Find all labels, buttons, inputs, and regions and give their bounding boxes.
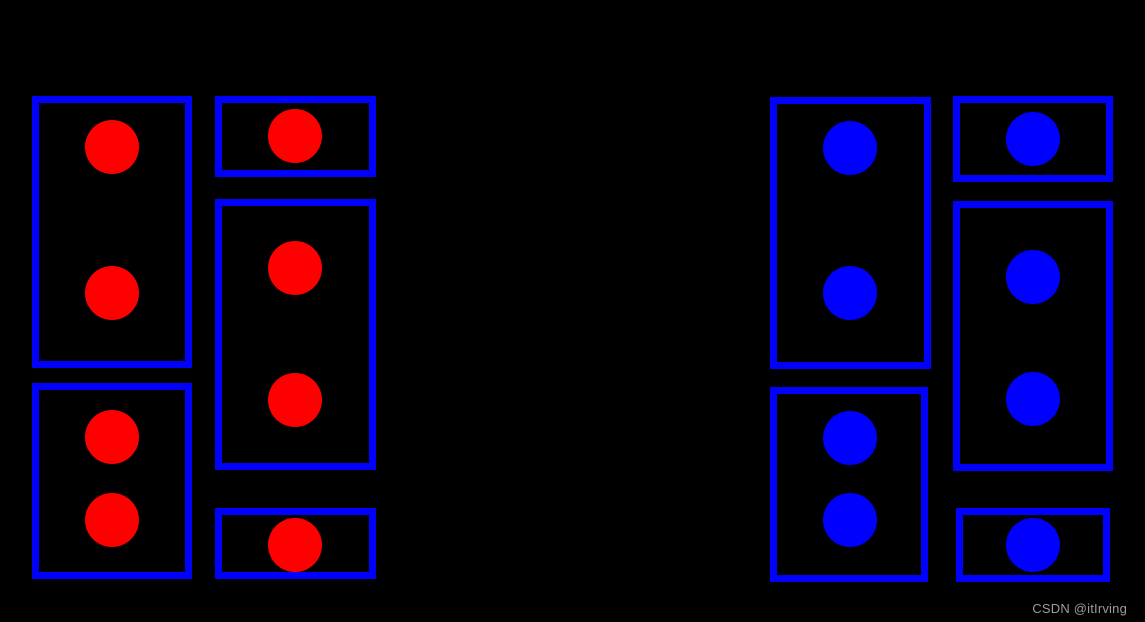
red-dot <box>268 109 322 163</box>
red-dot <box>268 241 322 295</box>
domino-box-right-tall-top <box>770 97 931 369</box>
red-dot <box>268 373 322 427</box>
domino-box-left-tall-middle <box>215 199 376 470</box>
domino-box-right-small-bottom <box>956 508 1110 582</box>
domino-box-left-tall-top <box>32 96 192 368</box>
domino-box-right-small-top <box>953 96 1113 182</box>
blue-dot <box>1006 372 1060 426</box>
domino-box-left-bottom <box>32 383 192 579</box>
blue-dot <box>823 493 877 547</box>
red-dot <box>268 518 322 572</box>
domino-box-left-small-bottom <box>215 508 376 579</box>
blue-dot <box>823 411 877 465</box>
red-dot <box>85 120 139 174</box>
blue-dot <box>1006 518 1060 572</box>
csdn-watermark: CSDN @itIrving <box>1032 601 1127 616</box>
blue-dot <box>1006 250 1060 304</box>
domino-box-right-tall-middle <box>953 201 1113 471</box>
red-dot <box>85 266 139 320</box>
red-dot <box>85 493 139 547</box>
red-dot <box>85 410 139 464</box>
domino-box-right-bottom <box>770 387 928 582</box>
blue-dot <box>1006 112 1060 166</box>
blue-dot <box>823 266 877 320</box>
blue-dot <box>823 121 877 175</box>
domino-box-left-small-top <box>215 96 376 177</box>
